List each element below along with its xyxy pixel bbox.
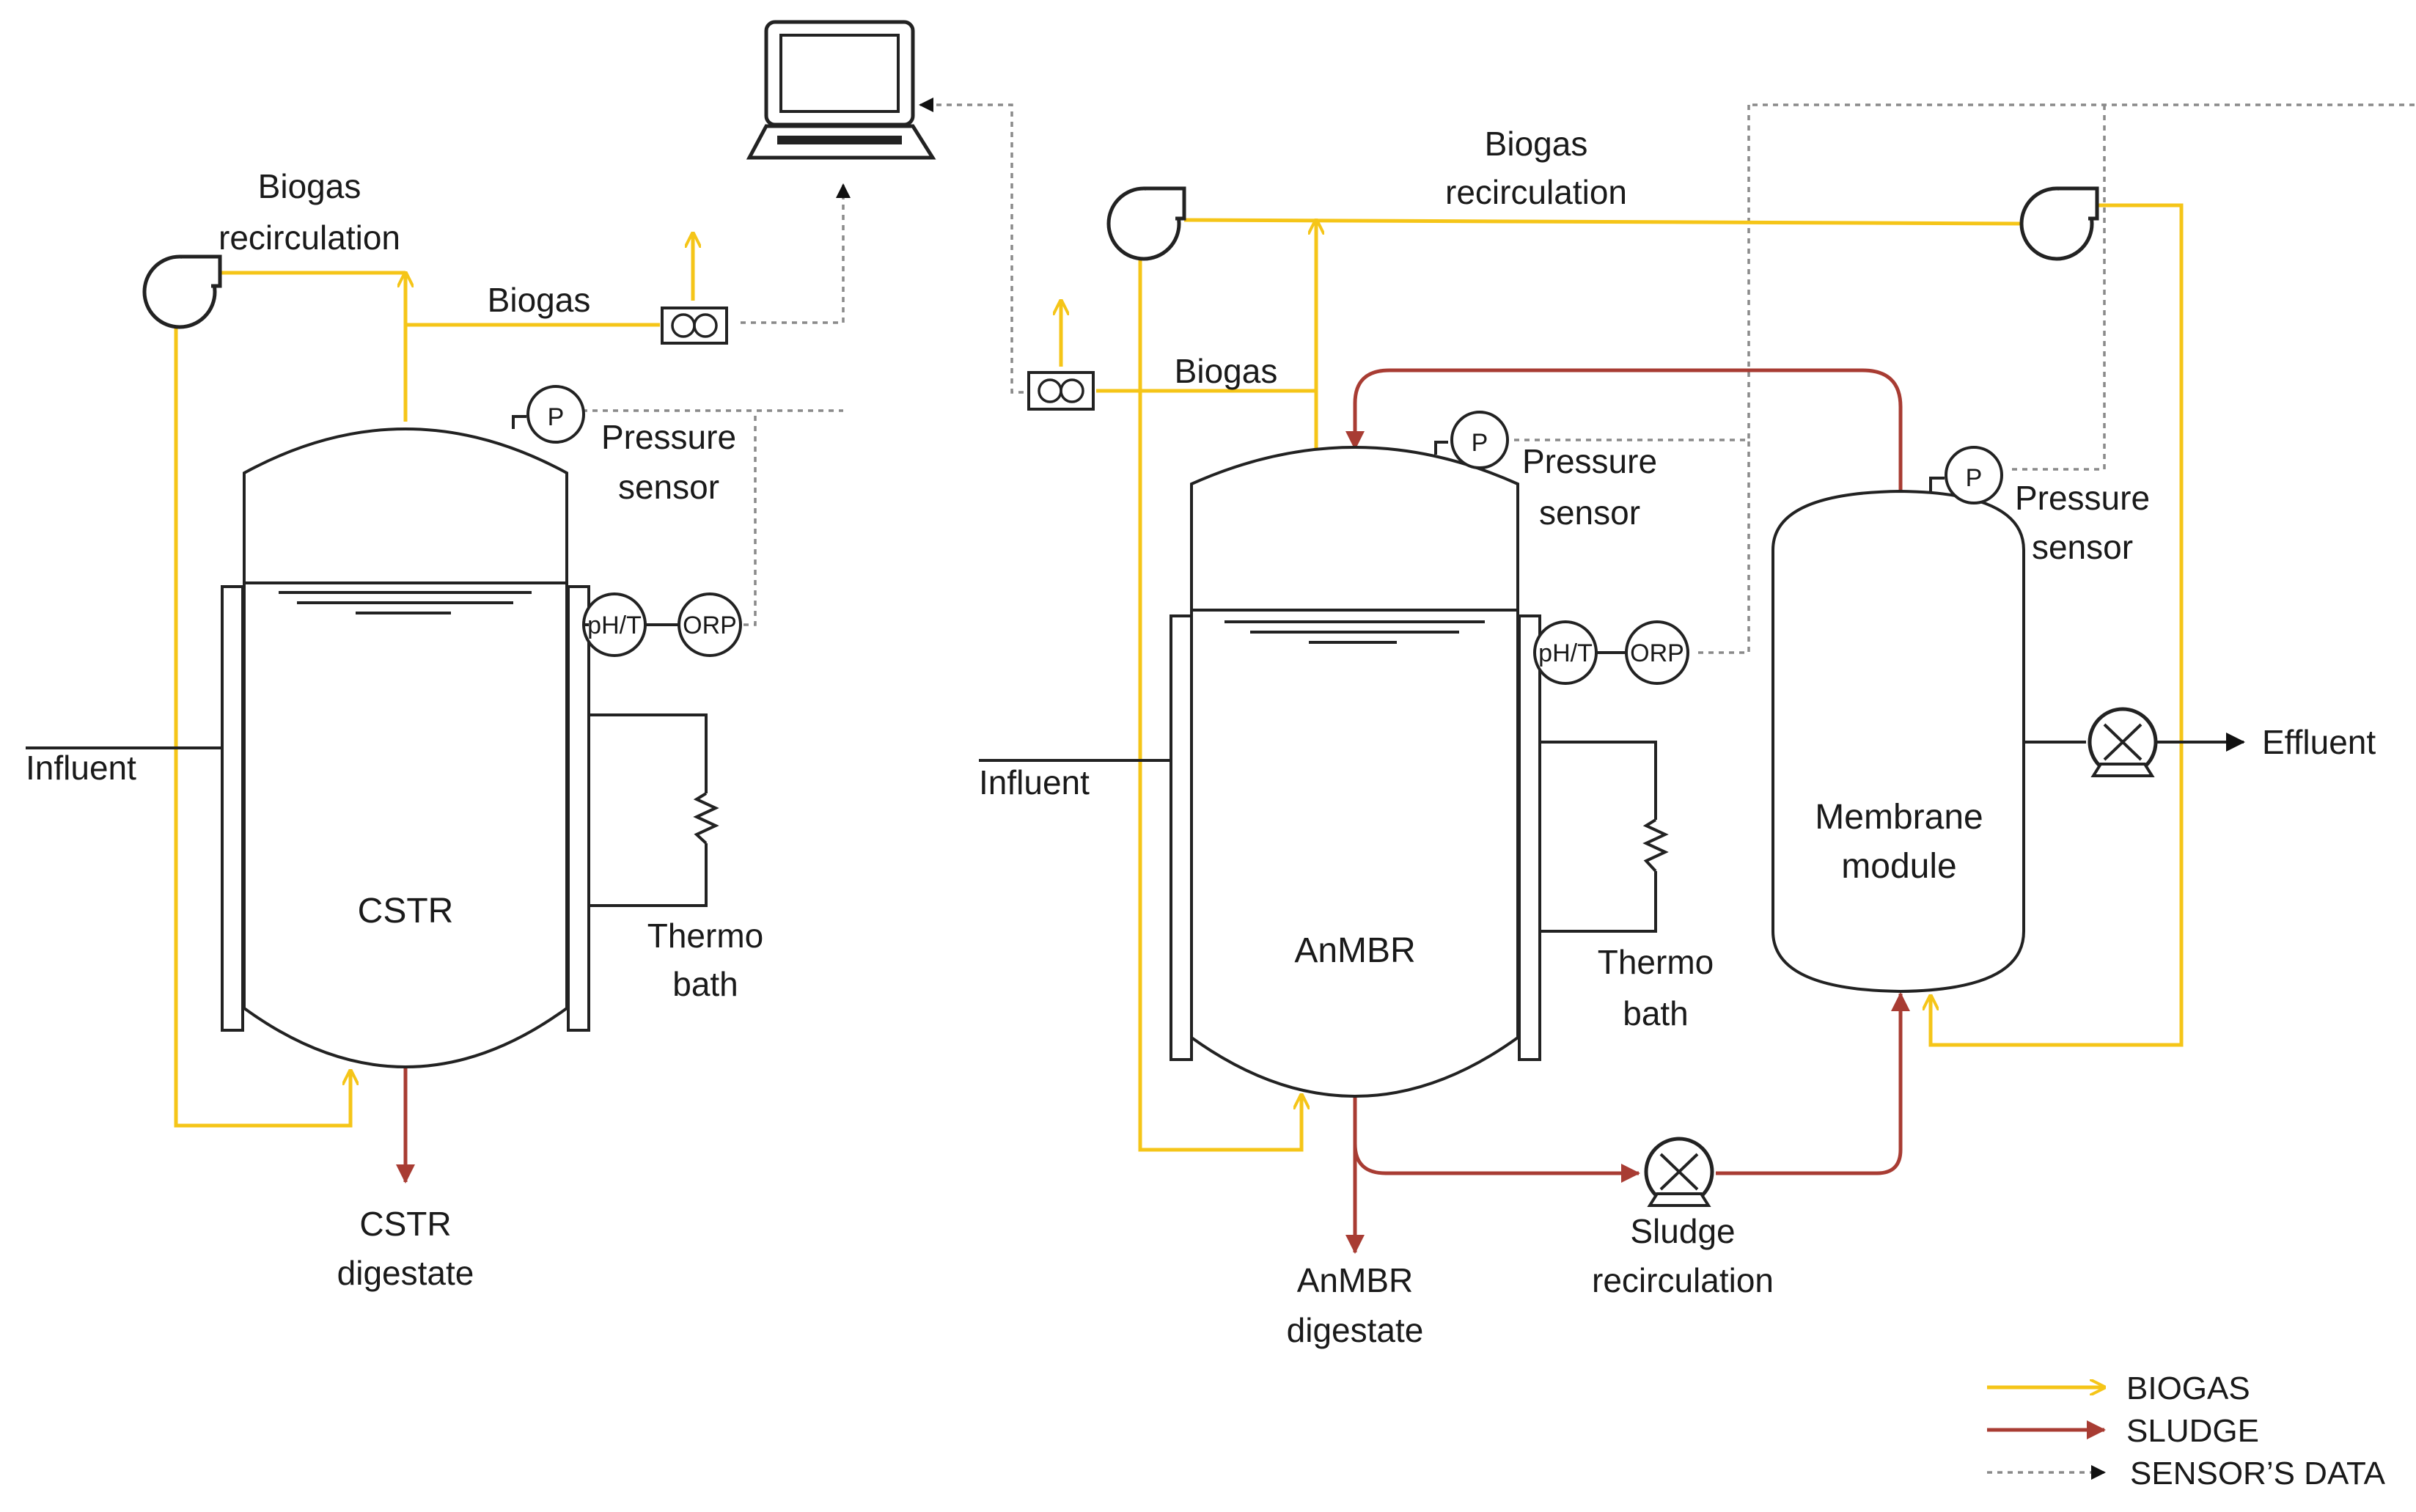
pressure-symbol: P bbox=[548, 403, 565, 431]
gas-flow-meter-icon bbox=[661, 307, 728, 345]
anmbr-pressure-label-1: Pressure bbox=[1522, 442, 1657, 480]
blower-icon bbox=[1106, 186, 1186, 261]
process-arrows bbox=[26, 733, 2245, 770]
sensor-data-lines bbox=[572, 98, 2416, 654]
anmbr-name-label: AnMBR bbox=[1294, 931, 1415, 970]
anmbr-digestate-label-2: digestate bbox=[1287, 1311, 1424, 1349]
cstr-digestate-label-2: digestate bbox=[337, 1254, 474, 1292]
diagram-labels: Biogas recirculation Biogas Pressure sen… bbox=[26, 125, 2376, 1349]
sludge-recirc-label-1: Sludge bbox=[1630, 1212, 1735, 1250]
anmbr-biogas-label: Biogas bbox=[1175, 352, 1278, 390]
svg-text:pH/T: pH/T bbox=[1538, 639, 1593, 667]
anmbr-influent-label: Influent bbox=[979, 763, 1090, 801]
anmbr-pressure-sensor: P bbox=[1434, 411, 1509, 469]
svg-text:ORP: ORP bbox=[683, 612, 737, 639]
anmbr-thermo-label-2: bath bbox=[1623, 994, 1689, 1032]
membrane-module bbox=[1771, 489, 2025, 994]
anmbr-pressure-label-2: sensor bbox=[1539, 493, 1640, 532]
anmbr-orp-sensor: ORP bbox=[1596, 620, 1689, 685]
anmbr-ph-sensor: pH/T bbox=[1533, 620, 1598, 685]
biogas-lines bbox=[174, 203, 2184, 1152]
cstr-reactor bbox=[221, 427, 719, 1068]
sludge-recirc-label-2: recirculation bbox=[1592, 1261, 1774, 1299]
cstr-influent-label: Influent bbox=[26, 749, 136, 787]
pump-icon bbox=[2088, 707, 2158, 777]
legend: BIOGAS SLUDGE SENSOR’S DATA bbox=[1987, 1370, 2386, 1491]
cstr-pressure-label-1: Pressure bbox=[601, 418, 736, 456]
sludge-lines bbox=[396, 368, 1910, 1254]
legend-sensor-label: SENSOR’S DATA bbox=[2130, 1456, 2386, 1491]
cstr-thermo-label-2: bath bbox=[672, 965, 738, 1003]
resistor-coil-icon bbox=[693, 792, 719, 845]
membrane-module-label-2: module bbox=[1841, 847, 1956, 886]
cstr-biogas-recirc-label-2: recirculation bbox=[219, 219, 400, 257]
anmbr-biogas-recirc-label-2: recirculation bbox=[1445, 173, 1627, 211]
cstr-pressure-label-2: sensor bbox=[618, 468, 719, 506]
svg-text:P: P bbox=[1966, 464, 1983, 492]
pump-icon bbox=[1644, 1137, 1714, 1207]
cstr-pressure-sensor: P bbox=[512, 385, 585, 444]
cstr-thermo-label-1: Thermo bbox=[647, 917, 763, 955]
cstr-digestate-label-1: CSTR bbox=[359, 1205, 451, 1243]
anmbr-biogas-recirc-label-1: Biogas bbox=[1485, 125, 1588, 163]
cstr-ph-sensor: pH/T bbox=[582, 592, 647, 657]
cstr-biogas-recirc-label-1: Biogas bbox=[258, 167, 361, 205]
laptop-icon bbox=[746, 20, 936, 160]
blower-icon bbox=[2019, 186, 2099, 261]
svg-text:P: P bbox=[1472, 429, 1488, 457]
gas-flow-meter-icon bbox=[1027, 371, 1095, 411]
legend-sludge-label: SLUDGE bbox=[2126, 1413, 2259, 1449]
anmbr-reactor bbox=[1170, 446, 1669, 1098]
resistor-coil-icon bbox=[1642, 818, 1669, 873]
membrane-pressure-label-1: Pressure bbox=[2015, 479, 2150, 517]
blower-icon bbox=[142, 254, 222, 329]
membrane-module-label-1: Membrane bbox=[1815, 798, 1983, 837]
membrane-pressure-sensor: P bbox=[1929, 446, 2003, 504]
svg-text:pH/T: pH/T bbox=[587, 612, 642, 639]
legend-biogas-label: BIOGAS bbox=[2126, 1370, 2250, 1406]
effluent-label: Effluent bbox=[2262, 723, 2376, 761]
anmbr-digestate-label-1: AnMBR bbox=[1297, 1261, 1413, 1299]
cstr-name-label: CSTR bbox=[358, 892, 454, 931]
membrane-pressure-label-2: sensor bbox=[2032, 528, 2133, 566]
cstr-biogas-label: Biogas bbox=[488, 281, 591, 319]
cstr-orp-sensor: ORP bbox=[584, 592, 742, 657]
anmbr-thermo-label-1: Thermo bbox=[1598, 943, 1714, 981]
svg-text:ORP: ORP bbox=[1630, 639, 1684, 667]
